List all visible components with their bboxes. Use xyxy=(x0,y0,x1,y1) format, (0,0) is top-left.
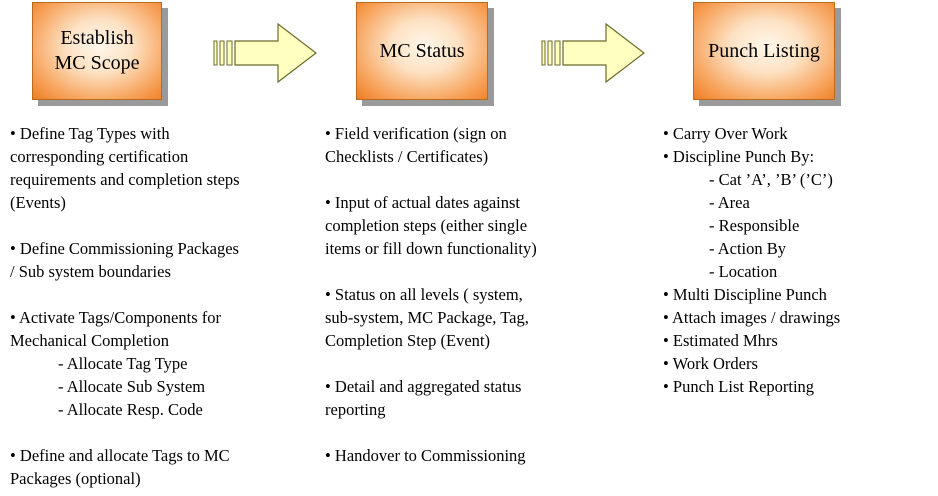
bullet-text: requirements and completion steps xyxy=(10,170,240,189)
sub-item-text: - Allocate Tag Type xyxy=(58,354,188,373)
bullet-text: • Status on all levels ( system, xyxy=(325,285,523,304)
sub-item-text: - Allocate Sub System xyxy=(58,377,206,396)
bullet-text: • Input of actual dates against xyxy=(325,193,521,212)
stage-label: Punch Listing xyxy=(708,39,820,62)
right-arrow-icon xyxy=(213,22,317,84)
bullet-text: reporting xyxy=(325,400,386,419)
bullet-text: • Estimated Mhrs xyxy=(663,331,778,350)
stage-label: MC Status xyxy=(379,39,465,62)
bullet-text: (Events) xyxy=(10,193,66,212)
sub-item-text: - Action By xyxy=(709,239,786,258)
mc-status-details: • Field verification (sign on Checklists… xyxy=(325,122,537,467)
bullet-text: • Work Orders xyxy=(663,354,758,373)
sub-item-text: - Cat ’A’, ’B’ (’C’) xyxy=(709,170,833,189)
bullet-text: • Detail and aggregated status xyxy=(325,377,522,396)
bullet-text: • Field verification (sign on xyxy=(325,124,507,143)
sub-item-text: - Responsible xyxy=(709,216,800,235)
bullet-text: Packages (optional) xyxy=(10,469,141,488)
bullet-text: • Multi Discipline Punch xyxy=(663,285,827,304)
stage-box-mc-status: MC Status xyxy=(356,2,488,100)
sub-item-text: - Allocate Resp. Code xyxy=(58,400,203,419)
bullet-text: Mechanical Completion xyxy=(10,331,169,350)
bullet-text: • Attach images / drawings xyxy=(663,308,841,327)
bullet-text: completion steps (either single xyxy=(325,216,528,235)
punch-listing-details: • Carry Over Work • Discipline Punch By:… xyxy=(663,122,840,398)
bullet-text: / Sub system boundaries xyxy=(10,262,171,281)
bullet-text: corresponding certification xyxy=(10,147,189,166)
stage-box-establish-mc-scope: Establish MC Scope xyxy=(32,2,162,100)
bullet-text: • Define Tag Types with xyxy=(10,124,170,143)
establish-mc-scope-details: • Define Tag Types with corresponding ce… xyxy=(10,122,240,490)
bullet-text: • Handover to Commissioning xyxy=(325,446,526,465)
bullet-text: items or fill down functionality) xyxy=(325,239,537,258)
sub-item-text: - Location xyxy=(709,262,778,281)
bullet-text: Checklists / Certificates) xyxy=(325,147,489,166)
right-arrow-icon xyxy=(541,22,645,84)
stage-box-punch-listing: Punch Listing xyxy=(693,2,835,100)
bullet-text: • Activate Tags/Components for xyxy=(10,308,221,327)
bullet-text: • Punch List Reporting xyxy=(663,377,815,396)
bullet-text: • Define Commissioning Packages xyxy=(10,239,239,258)
bullet-text: sub-system, MC Package, Tag, xyxy=(325,308,529,327)
bullet-text: • Carry Over Work xyxy=(663,124,788,143)
sub-item-text: - Area xyxy=(709,193,750,212)
bullet-text: • Define and allocate Tags to MC xyxy=(10,446,230,465)
bullet-text: • Discipline Punch By: xyxy=(663,147,815,166)
stage-label: Establish MC Scope xyxy=(54,27,140,74)
bullet-text: Completion Step (Event) xyxy=(325,331,490,350)
